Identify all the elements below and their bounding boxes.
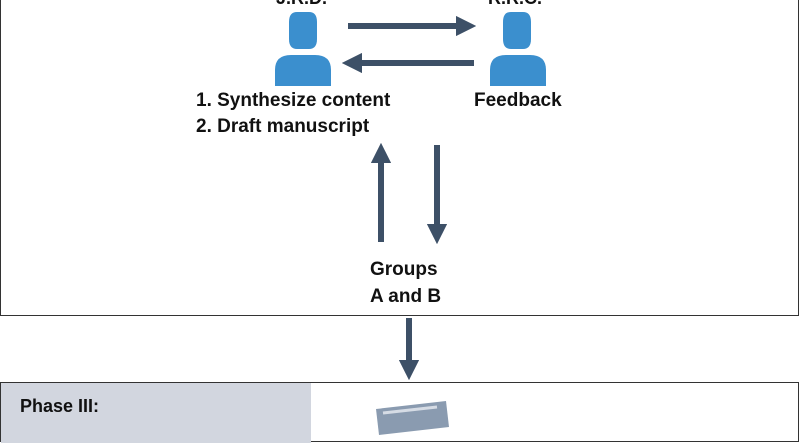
document-icon [376, 401, 449, 435]
groups-line-2: A and B [370, 286, 442, 307]
phase3-panel: Phase III: [0, 382, 799, 443]
person-label-left: J.R.D. [276, 0, 327, 9]
groups-label: Groups A and B [370, 256, 441, 310]
person-label-right: R.R.C. [488, 0, 542, 9]
person-icon [275, 12, 331, 86]
groups-line-1: Groups [370, 259, 438, 280]
diagram-graphics [275, 12, 546, 381]
feedback-label: Feedback [474, 90, 562, 111]
phase3-label: Phase III: [20, 396, 100, 416]
task-step-2: 2. Draft manuscript [196, 116, 370, 137]
phase3-header-box: Phase III: [1, 383, 311, 443]
person-icon [490, 12, 546, 86]
workflow-panel [0, 0, 799, 316]
task-step-1: 1. Synthesize content [196, 90, 391, 111]
